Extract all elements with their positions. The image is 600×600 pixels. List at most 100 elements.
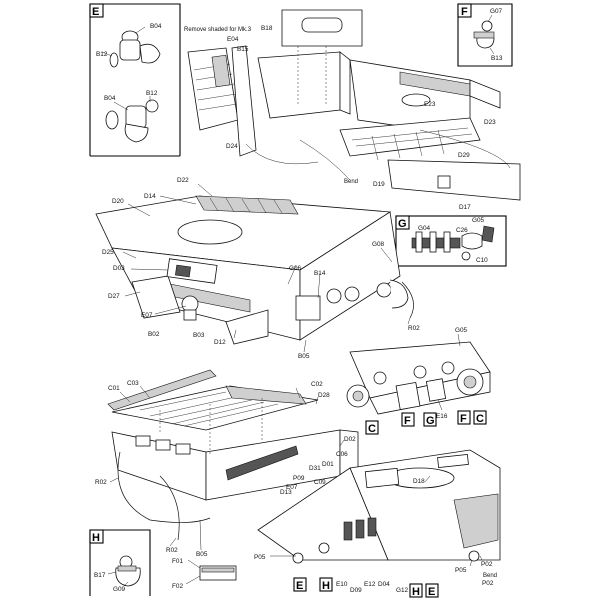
label-b04: B04 [104, 95, 116, 102]
label-d01: D01 [322, 461, 334, 468]
hull-middle-assembly: D22 D14 D20 D25 D03 D27 E07 B02 B03 D12 … [95, 177, 420, 360]
label-e23: E23 [424, 101, 436, 108]
label-d19: D19 [373, 181, 385, 188]
note-bend: Bend [483, 573, 497, 579]
hinge-part-upper [109, 30, 161, 68]
label-g06: G06 [289, 265, 302, 272]
label-d18: D18 [413, 478, 425, 485]
inset-letter-f: F [461, 6, 468, 18]
label-r02: R02 [95, 479, 107, 486]
engine-deck-louvers [195, 195, 299, 215]
label-p02: P02 [481, 561, 493, 568]
hook-part [473, 20, 495, 49]
label-b14: B14 [314, 270, 326, 277]
label-d27: D27 [108, 293, 120, 300]
inset-letter-h: H [92, 532, 100, 544]
label-c03: C03 [127, 380, 139, 387]
label-b17: B17 [94, 572, 106, 579]
step-letter-f: F [404, 415, 411, 427]
clevis-part [115, 555, 141, 587]
label-d23: D23 [484, 119, 496, 126]
step-letter-e: E [296, 580, 303, 592]
label-b05: B05 [298, 353, 310, 360]
engine-deck-assembly: C01 C03 C02 D28 D02 C06 D01 D31 C09 P09 … [95, 369, 359, 558]
label-g08: G08 [372, 241, 385, 248]
label-p09: P09 [293, 475, 305, 482]
label-c06: C06 [336, 451, 348, 458]
label-c01: C01 [108, 385, 120, 392]
step-letter-c: C [476, 413, 484, 425]
label-f01: F01 [172, 558, 183, 565]
label-d14: D14 [144, 193, 156, 200]
inset-g: G G04 G05 C26 C10 [395, 215, 507, 267]
deck-slats [139, 391, 279, 427]
label-d28: D28 [318, 392, 330, 399]
deck-vents [135, 435, 191, 455]
towing-bracket [411, 225, 495, 261]
label-b05: B05 [196, 551, 208, 558]
label-e12: E12 [364, 581, 376, 588]
label-d31: D31 [309, 465, 321, 472]
label-d04: D04 [378, 581, 390, 588]
label-f02: F02 [172, 583, 183, 590]
label-r02: R02 [166, 547, 178, 554]
label-e16: E16 [436, 413, 448, 420]
label-d09: D09 [350, 587, 362, 594]
step-letter-h: H [412, 586, 420, 598]
label-d12: D12 [214, 339, 226, 346]
label-e10: E10 [336, 581, 348, 588]
label-b12: B12 [146, 90, 158, 97]
label-c26: C26 [456, 227, 468, 234]
step-letter-f: F [460, 413, 467, 425]
label-g09: G09 [113, 586, 126, 593]
inset-e: E B04 B12 B04 B12 [89, 3, 181, 157]
label-d20: D20 [112, 198, 124, 205]
road-wheels [346, 361, 484, 408]
label-e04: E04 [227, 36, 239, 43]
inset-letter-e: E [92, 6, 99, 18]
note-remove-shaded: Remove shaded for Mk.3 [184, 27, 252, 33]
label-b18: B18 [261, 25, 273, 32]
hull-rear-assembly: Remove shaded for Mk.3 [184, 9, 521, 211]
label-e07: E07 [286, 484, 298, 491]
label-e07: E07 [141, 312, 153, 319]
label-b03: B03 [193, 332, 205, 339]
bulkhead-slats [351, 127, 473, 161]
label-c10: C10 [476, 257, 488, 264]
label-d17: D17 [459, 204, 471, 211]
note-bend: Bend [344, 179, 358, 185]
label-b13: B13 [491, 55, 503, 62]
label-d13: D13 [280, 489, 292, 496]
step-letter-c: C [368, 423, 376, 435]
label-b02: B02 [148, 331, 160, 338]
label-r02: R02 [408, 325, 420, 332]
step-letter-e: E [428, 586, 435, 598]
front-vents [343, 517, 377, 541]
label-p05: P05 [455, 567, 467, 574]
suspension-assembly: G05 E16 C F G F C [346, 327, 491, 435]
label-d22: D22 [177, 177, 189, 184]
label-g12: G12 [396, 587, 409, 594]
label-b12: B12 [96, 51, 108, 58]
inset-h: H B17 G09 [89, 529, 151, 596]
label-d03: D03 [113, 265, 125, 272]
label-g04: G04 [418, 225, 431, 232]
label-d25: D25 [102, 249, 114, 256]
step-letter-h: H [322, 580, 330, 592]
label-g05: G05 [455, 327, 468, 334]
hinge-part-lower [105, 99, 159, 143]
label-g05: G05 [472, 217, 485, 224]
inset-letter-g: G [398, 218, 407, 230]
label-c02: C02 [311, 381, 323, 388]
label-d24: D24 [226, 143, 238, 150]
hull-front-assembly: D18 P05 F01 F02 P02 Bend P05 P02 E10 D09… [172, 449, 501, 598]
label-c09: C09 [314, 479, 326, 486]
label-d02: D02 [344, 436, 356, 443]
step-letter-g: G [426, 415, 435, 427]
inset-f: F G07 B13 [457, 3, 513, 67]
label-d29: D29 [458, 152, 470, 159]
label-b15: B15 [237, 46, 249, 53]
label-p05: P05 [254, 554, 266, 561]
label-p02: P02 [482, 580, 494, 587]
